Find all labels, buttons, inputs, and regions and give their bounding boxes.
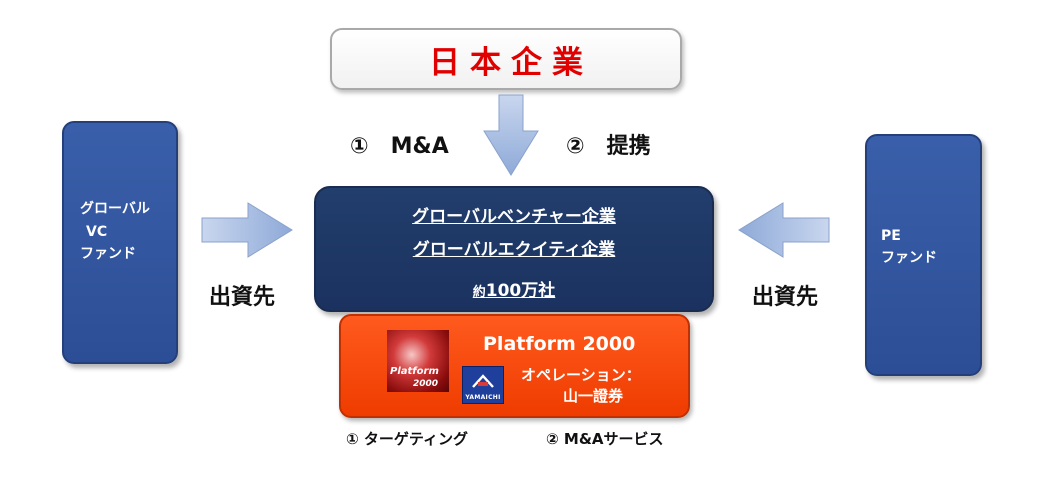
service-ma: ② M&Aサービス <box>546 430 664 448</box>
yamaichi-logo: YAMAICHI <box>462 366 504 404</box>
right-fund-line2: ファンド <box>881 250 937 266</box>
operator-name: 山一證券 <box>563 387 624 405</box>
company-count-prefix: 約 <box>472 285 486 300</box>
investment-label-left: 出資先 <box>209 285 276 310</box>
platform-logo-text2: 2000 <box>413 379 439 389</box>
arrow-left-icon <box>738 202 830 258</box>
platform-logo-text1: Platform <box>390 366 439 377</box>
platform-title: Platform 2000 <box>483 333 636 355</box>
center-line1: グローバルベンチャー企業 <box>412 207 616 227</box>
company-count: 約100万社 <box>316 276 712 301</box>
left-fund-line2: VC <box>86 224 108 240</box>
deal-type-ma-label: ① M&A <box>350 134 449 159</box>
investment-label-right: 出資先 <box>752 285 819 310</box>
left-fund-line3: ファンド <box>80 246 136 262</box>
company-count-value: 100万社 <box>485 281 556 301</box>
yamaichi-logo-text: YAMAICHI <box>465 394 501 401</box>
top-box-japanese-company: 日本企業 <box>330 28 682 90</box>
center-line2: グローバルエクイティ企業 <box>412 240 616 260</box>
right-fund-box: PE ファンド <box>865 134 982 376</box>
deal-type-alliance-label: ② 提携 <box>566 134 651 159</box>
top-box-title: 日本企業 <box>429 44 593 81</box>
arrow-right-icon <box>201 202 293 258</box>
left-fund-line1: グローバル <box>80 201 150 217</box>
platform-box: Platform 2000 YAMAICHI Platform 2000 オペレ… <box>339 314 690 418</box>
operation-label: オペレーション： <box>521 366 641 384</box>
right-fund-line1: PE <box>881 228 901 244</box>
left-fund-box: グローバル VC ファンド <box>62 121 178 364</box>
service-targeting: ① ターゲティング <box>346 430 469 448</box>
center-box-global-companies: グローバルベンチャー企業 グローバルエクイティ企業 約100万社 <box>314 186 714 312</box>
platform-2000-logo: Platform 2000 <box>387 330 449 392</box>
arrow-down-icon <box>483 94 539 176</box>
mountain-icon <box>472 374 494 388</box>
